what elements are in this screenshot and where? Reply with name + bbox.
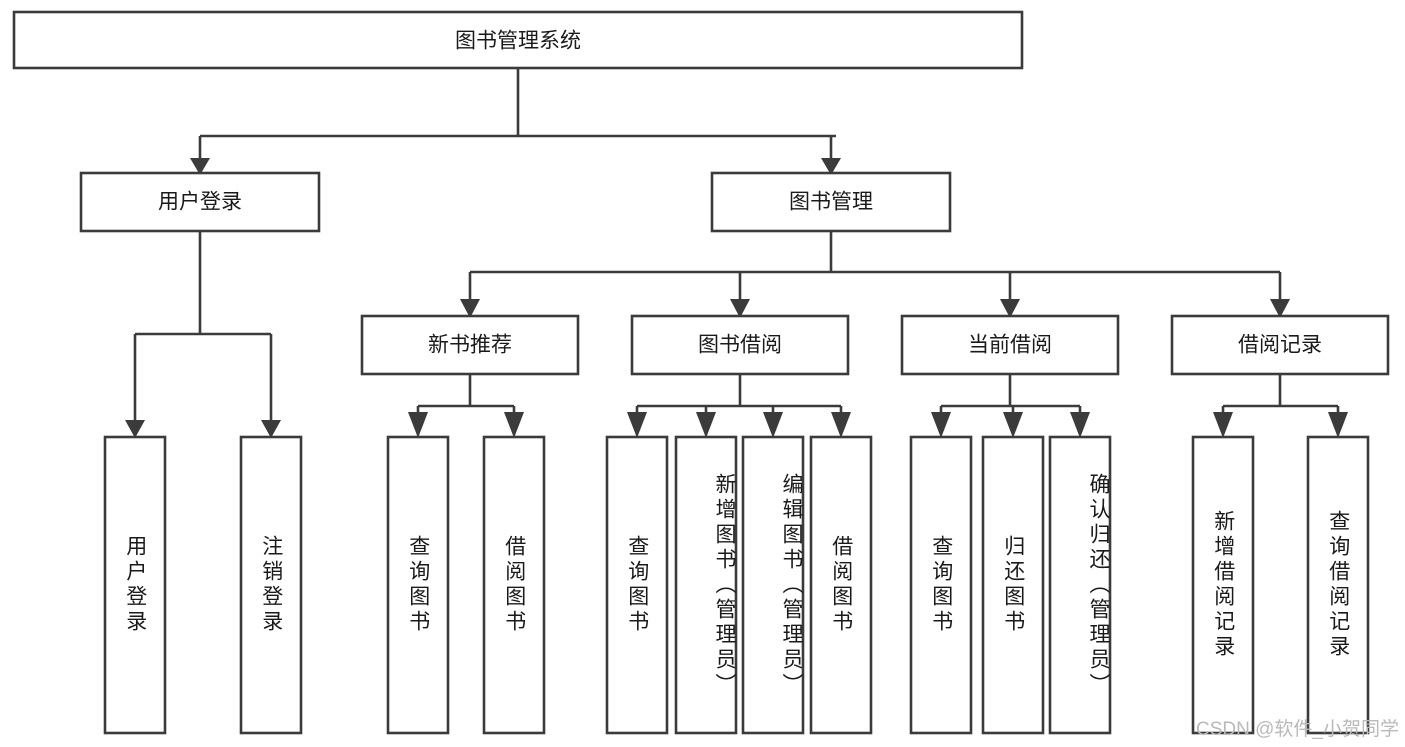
node-user-login[interactable]: 用户登录 [79,171,321,233]
connector-group-user-login [125,231,281,438]
arrowhead-leaf-borrow-book-1 [504,412,524,438]
node-leaf-add-record-box[interactable] [1191,435,1255,735]
connector-group-root [190,68,841,175]
node-leaf-add-book-box[interactable] [674,435,738,735]
node-book-borrow-box[interactable] [630,314,850,376]
arrowhead-new-book-recommend [460,299,480,318]
arrowhead-leaf-query-book-2 [627,412,647,438]
connector-group-new-book-recommend [408,374,524,438]
connector-group-book-borrow [627,374,851,438]
connector-group-book-manage [460,231,1290,318]
leaf-box-group [103,435,1370,735]
arrowhead-leaf-user-logout [261,420,281,438]
node-leaf-user-logout-box[interactable] [239,435,303,735]
node-borrow-record-box[interactable] [1170,314,1390,376]
node-leaf-query-record-box[interactable] [1306,435,1370,735]
arrowhead-leaf-edit-book [763,412,783,438]
node-borrow-record-label: 借阅记录 [1238,334,1322,357]
connector-group-borrow-record [1213,374,1348,438]
node-leaf-user-login-box[interactable] [103,435,167,735]
node-current-borrow[interactable]: 当前借阅 [900,314,1120,376]
node-new-book-recommend-label: 新书推荐 [428,334,512,357]
node-book-borrow-label: 图书借阅 [698,334,782,357]
arrowhead-book-borrow [730,299,750,318]
node-leaf-confirm-return-box[interactable] [1048,435,1112,735]
node-leaf-borrow-book-1-box[interactable] [482,435,546,735]
node-book-borrow[interactable]: 图书借阅 [630,314,850,376]
node-book-manage-box[interactable] [710,171,952,233]
node-leaf-return-book-box[interactable] [981,435,1045,735]
node-current-borrow-box[interactable] [900,314,1120,376]
node-book-manage[interactable]: 图书管理 [710,171,952,233]
node-new-book-recommend-box[interactable] [360,314,580,376]
node-new-book-recommend[interactable]: 新书推荐 [360,314,580,376]
arrowhead-current-borrow [1000,299,1020,318]
arrowhead-book-manage [821,158,841,175]
node-leaf-query-book-2-box[interactable] [605,435,669,735]
arrowhead-leaf-add-record [1213,412,1233,438]
arrowhead-leaf-query-book-3 [931,412,951,438]
arrowhead-leaf-add-book [696,412,716,438]
arrowhead-leaf-user-login [125,420,145,438]
arrowhead-user-login [190,158,210,175]
node-leaf-edit-book-box[interactable] [741,435,805,735]
node-book-manage-label: 图书管理 [789,191,873,214]
arrowhead-leaf-borrow-book-2 [831,412,851,438]
node-borrow-record[interactable]: 借阅记录 [1170,314,1390,376]
arrowhead-leaf-return-book [1003,412,1023,438]
arrowhead-leaf-query-record [1328,412,1348,438]
arrowhead-leaf-confirm-return [1070,412,1090,438]
node-leaf-query-book-3-box[interactable] [909,435,973,735]
node-root-label: 图书管理系统 [455,30,581,53]
arrowhead-leaf-query-book-1 [408,412,428,438]
node-root[interactable]: 图书管理系统 [12,10,1024,70]
arrowhead-borrow-record [1270,299,1290,318]
node-current-borrow-label: 当前借阅 [968,334,1052,357]
node-leaf-borrow-book-2-box[interactable] [809,435,873,735]
node-user-login-box[interactable] [79,171,321,233]
connector-group-current-borrow [931,374,1090,438]
node-user-login-label: 用户登录 [158,191,242,214]
node-leaf-query-book-1-box[interactable] [386,435,450,735]
node-root-box[interactable] [12,10,1024,70]
